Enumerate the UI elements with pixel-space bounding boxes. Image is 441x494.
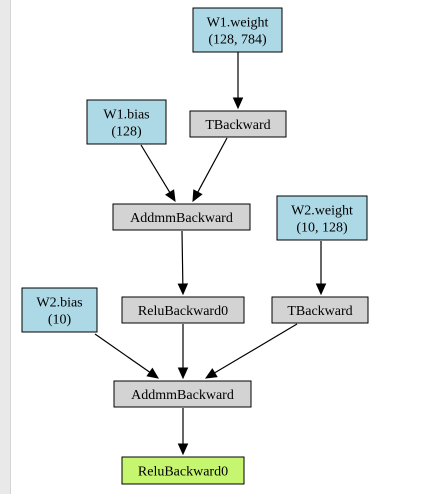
node-label-line: (10) xyxy=(48,313,72,328)
arrowhead-icon xyxy=(177,367,189,380)
arrowhead-icon xyxy=(177,443,189,456)
node-box xyxy=(86,99,167,145)
node-label-line: W2.weight xyxy=(291,204,353,219)
node-box xyxy=(276,195,368,241)
node-label-line: (128, 784) xyxy=(208,33,267,48)
edge-tbackward_2-to-addmm_2 xyxy=(204,323,298,379)
node-label-line: ReluBackward0 xyxy=(138,304,228,319)
edge-addmm_2-to-relu_out xyxy=(177,408,189,456)
node-label-line: W2.bias xyxy=(36,296,82,311)
arrowhead-icon xyxy=(146,367,159,379)
node-box xyxy=(121,296,245,324)
node-box xyxy=(112,203,251,231)
node-label-line: W1.weight xyxy=(207,16,269,31)
node-box xyxy=(121,456,245,485)
node-label-line: (10, 128) xyxy=(296,221,348,236)
arrowhead-icon xyxy=(165,189,176,203)
node-w1-weight: W1.weight (128, 784) xyxy=(192,7,283,53)
node-relu-0: ReluBackward0 xyxy=(121,296,245,324)
arrowhead-icon xyxy=(315,283,327,296)
node-label-line: AddmmBackward xyxy=(130,211,233,226)
node-w1-bias: W1.bias (128) xyxy=(86,99,167,145)
left-margin-bar xyxy=(0,0,11,494)
node-w2-weight: W2.weight (10, 128) xyxy=(276,195,368,241)
edge-w2_bias-to-addmm_2 xyxy=(94,333,159,379)
edge-line xyxy=(94,333,151,373)
arrowhead-icon xyxy=(177,283,189,296)
node-label-line: TBackward xyxy=(205,118,270,133)
node-w2-bias: W2.bias (10) xyxy=(21,287,98,333)
node-box xyxy=(21,287,98,333)
arrowhead-icon xyxy=(192,189,203,203)
edge-tbackward_1-to-addmm_1 xyxy=(192,137,228,203)
node-label-line: ReluBackward0 xyxy=(138,465,228,480)
edge-relu_0-to-addmm_2 xyxy=(177,324,189,380)
edge-line xyxy=(140,144,171,193)
edge-addmm_1-to-relu_0 xyxy=(177,230,189,296)
node-box xyxy=(189,110,287,138)
edge-w1_weight-to-tbackward_1 xyxy=(232,52,244,110)
node-label-line: (128) xyxy=(111,125,142,140)
node-addmm-2: AddmmBackward xyxy=(113,380,252,408)
node-box xyxy=(271,296,369,324)
node-label-line: AddmmBackward xyxy=(131,388,234,403)
node-label-line: W1.bias xyxy=(103,108,149,123)
node-label-line: TBackward xyxy=(287,304,352,319)
edge-w2_weight-to-tbackward_2 xyxy=(315,241,327,296)
node-tbackward-2: TBackward xyxy=(271,296,369,324)
node-addmm-1: AddmmBackward xyxy=(112,203,251,231)
edge-w1_bias-to-addmm_1 xyxy=(140,144,176,203)
edge-line xyxy=(214,323,298,374)
edge-line xyxy=(181,230,184,285)
node-box xyxy=(192,7,283,53)
node-relu-out: ReluBackward0 xyxy=(121,456,245,485)
edge-line xyxy=(197,137,228,193)
arrowhead-icon xyxy=(232,97,244,110)
arrowhead-icon xyxy=(204,368,218,379)
node-box xyxy=(113,380,252,408)
node-tbackward-1: TBackward xyxy=(189,110,287,138)
